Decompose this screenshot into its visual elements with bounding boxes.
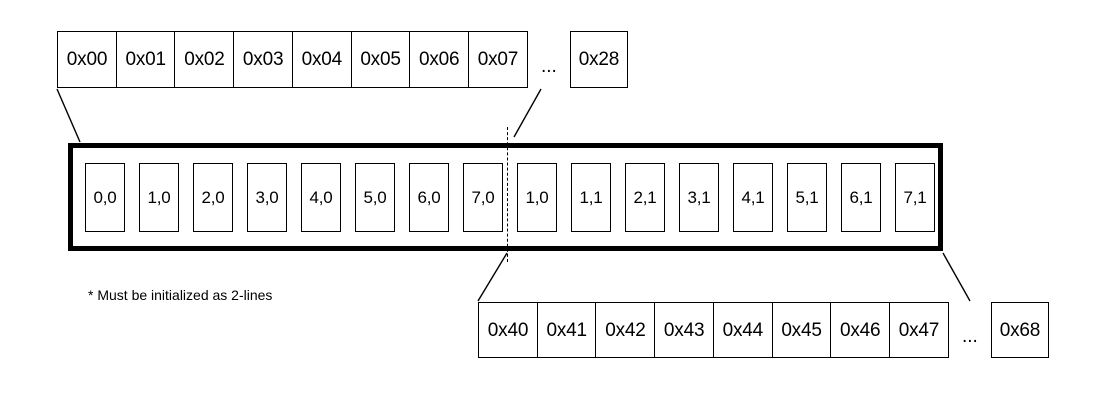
word-cell: 3,0 [247,163,287,232]
address-cell-tail: 0x28 [569,31,628,88]
address-cell: 0x06 [409,31,470,88]
address-cell: 0x43 [654,302,715,358]
word-cell: 2,1 [625,163,665,232]
address-cell: 0x47 [888,302,949,358]
word-cell: 4,1 [733,163,773,232]
cache-line-half-divider [507,127,508,262]
bottom-address-strip: 0x40 0x41 0x42 0x43 0x44 0x45 0x46 0x47 … [478,302,1049,358]
address-cell: 0x00 [57,31,117,88]
connector-top-right [513,88,542,138]
address-cell: 0x42 [595,302,656,358]
word-cell: 1,1 [571,163,611,232]
word-cell: 6,0 [409,163,449,232]
address-cell-tail: 0x68 [990,302,1049,358]
address-cell: 0x03 [233,31,294,88]
address-cell: 0x44 [712,302,773,358]
ellipsis-label: ... [962,326,978,347]
address-cell: 0x07 [467,31,528,88]
address-cell: 0x41 [536,302,597,358]
word-cell: 3,1 [679,163,719,232]
connector-bottom-right [942,252,971,302]
address-cell: 0x01 [115,31,176,88]
word-cell: 7,0 [463,163,503,232]
word-cell: 1,0 [139,163,179,232]
address-cell: 0x40 [478,302,538,358]
word-cell: 4,0 [301,163,341,232]
address-cell: 0x45 [771,302,832,358]
word-cell: 5,1 [787,163,827,232]
top-address-strip: 0x00 0x01 0x02 0x03 0x04 0x05 0x06 0x07 … [57,31,628,88]
connector-top-left [56,88,81,143]
word-cell: 0,0 [85,163,125,232]
footnote-label: * Must be initialized as 2-lines [88,287,273,303]
address-cell: 0x46 [830,302,891,358]
word-cell: 7,1 [895,163,935,232]
address-cell: 0x02 [174,31,235,88]
word-cell: 6,1 [841,163,881,232]
connector-bottom-left [477,252,508,302]
ellipsis-label: ... [541,56,557,77]
word-cell: 5,0 [355,163,395,232]
word-cell: 1,0 [517,163,557,232]
address-cell: 0x05 [350,31,411,88]
address-cell: 0x04 [291,31,352,88]
cache-line-word-row: 0,0 1,0 2,0 3,0 4,0 5,0 6,0 7,0 1,0 1,1 … [85,163,935,232]
word-cell: 2,0 [193,163,233,232]
